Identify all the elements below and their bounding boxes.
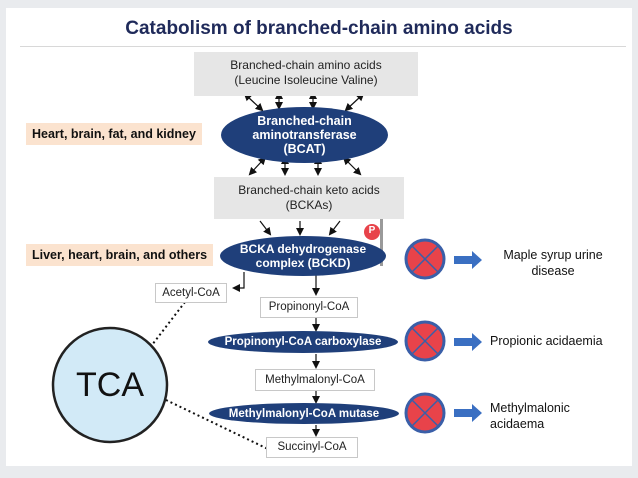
disease-msud: Maple syrup urine disease <box>488 247 618 279</box>
pcc-enzyme: Propinonyl-CoA carboxylase <box>208 331 398 353</box>
disease-methylmalonic-line2: acidaema <box>490 417 545 431</box>
pcc-label: Propinonyl-CoA carboxylase <box>224 336 382 348</box>
propionyl-coa-box: Propinonyl-CoA <box>260 297 358 318</box>
block-icon-propionic <box>404 320 446 362</box>
bcat-line1: Branched-chain <box>257 114 352 128</box>
blue-arrow-propionic <box>454 333 482 351</box>
bcat-line3: (BCAT) <box>283 142 326 156</box>
mut-label: Methylmalonyl-CoA mutase <box>228 407 380 420</box>
arrow-bcat-bckas-1 <box>248 156 267 176</box>
title-divider <box>20 46 626 47</box>
block-icon-msud <box>404 238 446 280</box>
disease-msud-line1: Maple syrup urine <box>503 248 603 262</box>
disease-methylmalonic: Methylmalonic acidaema <box>490 400 570 432</box>
blue-arrow-msud <box>454 251 482 269</box>
bckd-enzyme: BCKA dehydrogenase complex (BCKD) <box>220 236 386 276</box>
arrow-bckas-bckd-1 <box>259 220 272 236</box>
bcat-line2: aminotransferase <box>252 128 357 142</box>
tca-label: TCA <box>76 366 144 404</box>
bckas-line1: Branched-chain keto acids <box>238 183 380 197</box>
arrow-bcaa-bcat-4 <box>344 92 365 112</box>
mut-enzyme: Methylmalonyl-CoA mutase <box>209 403 399 424</box>
bckas-box: Branched-chain keto acids (BCKAs) <box>214 177 404 219</box>
blue-arrow-methylmalonic <box>454 404 482 422</box>
dotted-succinyl-tca <box>165 399 271 451</box>
page-title: Catabolism of branched-chain amino acids <box>125 18 513 39</box>
disease-methylmalonic-line1: Methylmalonic <box>490 401 570 415</box>
acetyl-coa-box: Acetyl-CoA <box>155 283 227 303</box>
bckas-line2: (BCKAs) <box>285 198 333 212</box>
succinyl-coa-box: Succinyl-CoA <box>266 437 358 458</box>
bckd-bracket <box>380 218 383 266</box>
arrow-bcat-bckas-4 <box>342 156 362 176</box>
block-icon-methylmalonic <box>404 392 446 434</box>
phospho-badge <box>364 224 380 240</box>
dotted-acetyl-tca <box>141 301 186 359</box>
disease-propionic: Propionic acidaemia <box>490 334 603 348</box>
arrow-bcaa-bcat-1 <box>243 92 264 112</box>
bcaa-box: Branched-chain amino acids (Leucine Isol… <box>194 52 418 96</box>
bcaa-line1: Branched-chain amino acids <box>230 58 382 72</box>
phospho-label: P <box>368 225 376 236</box>
bckd-line2: complex (BCKD) <box>255 256 351 270</box>
bcaa-line2: (Leucine Isoleucine Valine) <box>234 73 378 87</box>
tca-circle <box>51 326 169 444</box>
arrow-bckd-acetyl <box>232 272 245 292</box>
tissue-label-mid: Liver, heart, brain, and others <box>26 244 214 266</box>
tissue-label-top: Heart, brain, fat, and kidney <box>26 123 202 145</box>
bcat-enzyme: Branched-chain aminotransferase (BCAT) <box>221 107 388 163</box>
disease-msud-line2: disease <box>531 264 575 278</box>
bckd-line1: BCKA dehydrogenase <box>239 242 367 256</box>
methylmalonyl-coa-box: Methylmalonyl-CoA <box>255 369 375 391</box>
arrow-bckas-bckd-3 <box>328 220 341 236</box>
